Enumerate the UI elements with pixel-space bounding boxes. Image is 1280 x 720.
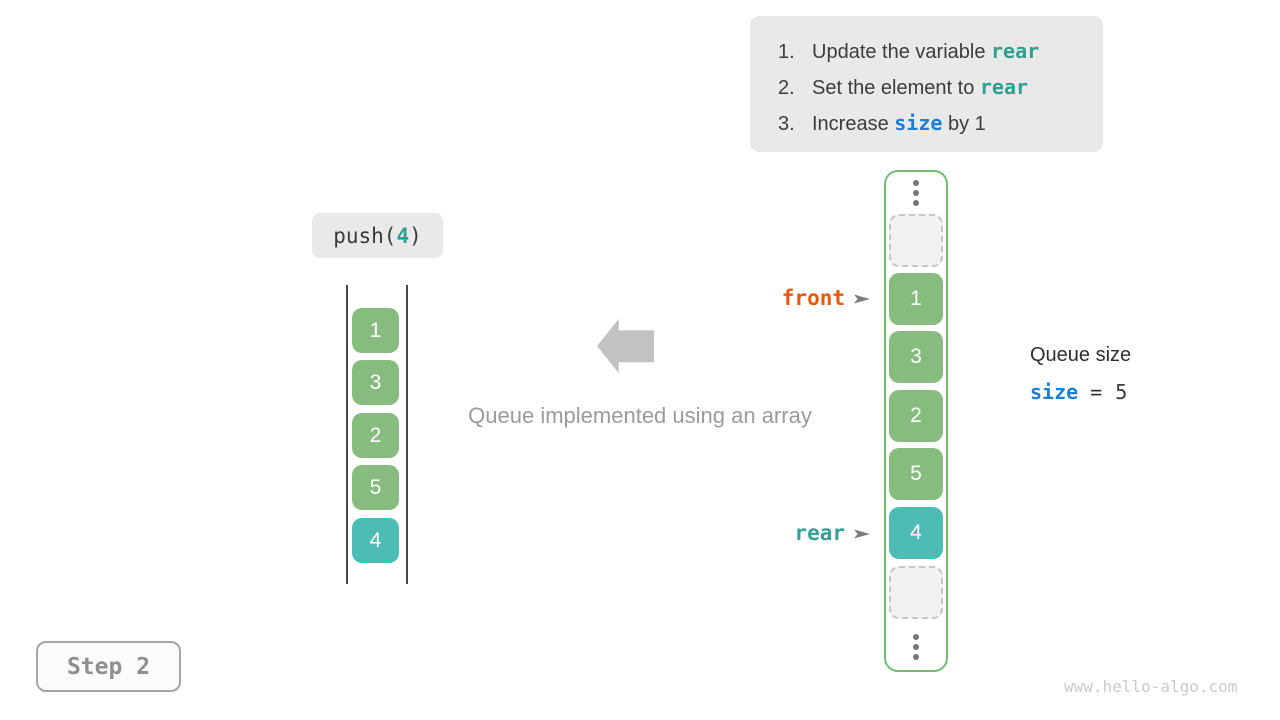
array-cell-rear: 4	[889, 507, 943, 559]
vertical-ellipsis-icon	[913, 634, 919, 660]
rear-pointer: rear	[690, 521, 870, 545]
code-token-size: size	[894, 111, 943, 135]
right-arrow-icon	[854, 529, 870, 539]
ellipsis-dot	[913, 180, 919, 186]
ellipsis-dot	[913, 634, 919, 640]
diagram-caption: Queue implemented using an array	[468, 403, 812, 428]
step-text: Update the variable	[812, 41, 992, 63]
queue-element: 2	[352, 413, 399, 458]
array-cell-front: 1	[889, 273, 943, 325]
ellipsis-dot	[913, 200, 919, 206]
left-block-arrow-icon	[597, 319, 654, 373]
step-badge: Step 2	[36, 641, 181, 692]
size-value: 5	[1115, 380, 1128, 404]
push-argument: 4	[396, 223, 410, 248]
array-cell: 2	[889, 390, 943, 442]
step-number: 1.	[778, 41, 795, 63]
vertical-ellipsis-icon	[913, 180, 919, 206]
step-text-suffix: by 1	[942, 113, 986, 135]
array-empty-slot	[889, 214, 943, 267]
code-token-rear: rear	[979, 75, 1029, 99]
ellipsis-dot	[913, 654, 919, 660]
rear-pointer-label: rear	[794, 521, 845, 545]
step-text: Set the element to	[812, 77, 980, 99]
equals-sign: =	[1090, 380, 1103, 404]
queue-size-title: Queue size	[1030, 344, 1132, 366]
array-cell: 5	[889, 448, 943, 500]
ellipsis-dot	[913, 644, 919, 650]
queue-size-panel: Queue size size = 5	[1030, 344, 1131, 404]
step-number: 2.	[778, 77, 795, 99]
push-close: )	[409, 223, 422, 248]
ellipsis-dot	[913, 190, 919, 196]
instruction-step-1: 1. Update the variable rear	[778, 33, 1103, 69]
queue-element-pushed: 4	[352, 518, 399, 563]
step-number: 3.	[778, 113, 795, 135]
queue-element: 5	[352, 465, 399, 510]
right-arrow-icon	[854, 294, 870, 304]
queue-size-expression: size = 5	[1030, 380, 1131, 404]
front-pointer: front	[690, 286, 870, 310]
queue-element: 1	[352, 308, 399, 353]
code-token-rear: rear	[991, 39, 1040, 63]
step-text: Increase	[812, 113, 895, 135]
front-pointer-label: front	[781, 286, 845, 310]
queue-element: 3	[352, 360, 399, 405]
watermark: www.hello-algo.com	[1064, 677, 1238, 696]
stack-rail-right	[406, 285, 408, 584]
instruction-step-2: 2. Set the element to rear	[778, 69, 1103, 105]
push-operation-label: push(4)	[312, 213, 443, 258]
push-open: push(	[333, 223, 397, 248]
size-variable: size	[1030, 380, 1079, 404]
stack-rail-left	[346, 285, 348, 584]
instruction-panel: 1. Update the variable rear 2. Set the e…	[750, 16, 1103, 152]
array-empty-slot	[889, 566, 943, 619]
array-cell: 3	[889, 331, 943, 383]
instruction-step-3: 3. Increase size by 1	[778, 105, 1103, 141]
